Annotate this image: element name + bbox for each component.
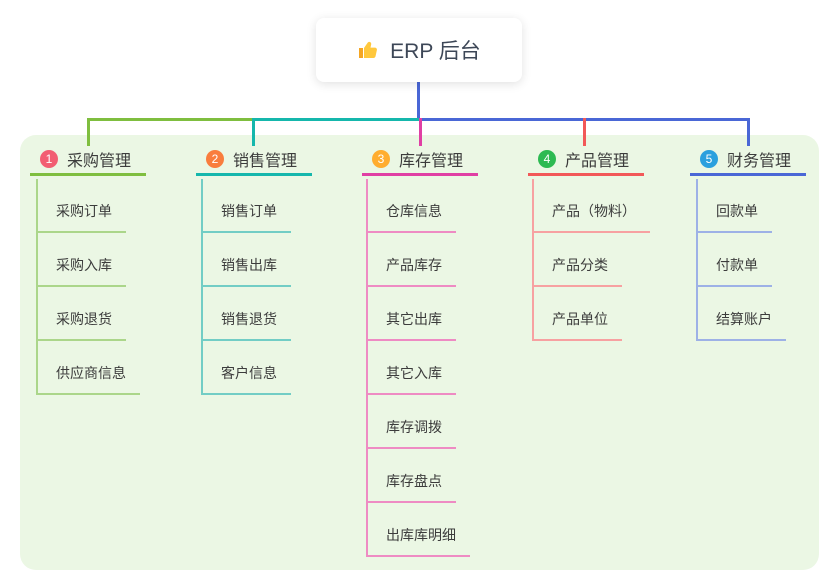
branch-label: 销售管理 bbox=[233, 152, 298, 170]
branch-number-badge: 5 bbox=[700, 149, 718, 168]
child-node[interactable]: 出库库明细 bbox=[368, 503, 470, 557]
child-node-label: 仓库信息 bbox=[386, 203, 442, 219]
child-node[interactable]: 产品（物料） bbox=[534, 179, 650, 233]
child-node-label: 供应商信息 bbox=[56, 365, 126, 381]
child-node-label: 出库库明细 bbox=[386, 527, 456, 543]
child-node-label: 库存盘点 bbox=[386, 473, 442, 489]
child-node[interactable]: 其它入库 bbox=[368, 341, 456, 395]
branch-connector-line bbox=[419, 118, 422, 146]
child-node[interactable]: 产品库存 bbox=[368, 233, 456, 287]
child-node[interactable]: 销售订单 bbox=[203, 179, 291, 233]
child-node[interactable]: 采购退货 bbox=[38, 287, 126, 341]
branch-header-1[interactable]: 1 采购管理 bbox=[30, 144, 146, 176]
child-node[interactable]: 其它出库 bbox=[368, 287, 456, 341]
child-node[interactable]: 库存盘点 bbox=[368, 449, 456, 503]
branch-children-1: 采购订单采购入库采购退货供应商信息 bbox=[36, 179, 140, 395]
child-node-label: 采购退货 bbox=[56, 311, 112, 327]
child-node-label: 付款单 bbox=[716, 257, 758, 273]
child-node[interactable]: 采购入库 bbox=[38, 233, 126, 287]
child-node[interactable]: 结算账户 bbox=[698, 287, 786, 341]
branch-header-5[interactable]: 5 财务管理 bbox=[690, 144, 806, 176]
bus-connector-segment bbox=[252, 118, 420, 121]
branch-number-badge: 2 bbox=[206, 149, 224, 168]
child-node-label: 结算账户 bbox=[716, 311, 772, 327]
child-node-label: 其它入库 bbox=[386, 365, 442, 381]
child-node-label: 采购订单 bbox=[56, 203, 112, 219]
branch-children-4: 产品（物料） 产品分类产品单位 bbox=[532, 179, 650, 341]
branch-children-2: 销售订单销售出库销售退货客户信息 bbox=[201, 179, 291, 395]
root-title: ERP 后台 bbox=[390, 40, 481, 63]
child-node[interactable]: 付款单 bbox=[698, 233, 772, 287]
branch-label: 采购管理 bbox=[67, 152, 132, 170]
child-node-label: 回款单 bbox=[716, 203, 758, 219]
child-node[interactable]: 供应商信息 bbox=[38, 341, 140, 395]
child-node-label: 销售出库 bbox=[221, 257, 277, 273]
child-node-label: 其它出库 bbox=[386, 311, 442, 327]
child-node-label: 采购入库 bbox=[56, 257, 112, 273]
branch-connector-line bbox=[87, 118, 90, 146]
branch-label: 财务管理 bbox=[727, 152, 792, 170]
child-node-label: 销售退货 bbox=[221, 311, 277, 327]
bus-connector-segment bbox=[87, 118, 253, 121]
branch-header-4[interactable]: 4 产品管理 bbox=[528, 144, 644, 176]
child-node[interactable]: 产品单位 bbox=[534, 287, 622, 341]
branch-connector-line bbox=[252, 118, 255, 146]
child-node[interactable]: 产品分类 bbox=[534, 233, 622, 287]
child-node-label: 客户信息 bbox=[221, 365, 277, 381]
branch-number-badge: 4 bbox=[538, 149, 556, 168]
branch-number-badge: 1 bbox=[40, 149, 58, 168]
root-connector-line bbox=[417, 82, 420, 119]
child-node-label: 产品单位 bbox=[552, 311, 608, 327]
child-node-label: 产品分类 bbox=[552, 257, 608, 273]
child-node[interactable]: 仓库信息 bbox=[368, 179, 456, 233]
child-node-label: 产品（物料） bbox=[552, 203, 636, 219]
root-node[interactable]: ERP 后台 bbox=[316, 18, 522, 82]
branch-connector-line bbox=[747, 118, 750, 146]
child-node[interactable]: 销售退货 bbox=[203, 287, 291, 341]
child-node[interactable]: 回款单 bbox=[698, 179, 772, 233]
child-node[interactable]: 采购订单 bbox=[38, 179, 126, 233]
child-node[interactable]: 客户信息 bbox=[203, 341, 291, 395]
branch-label: 产品管理 bbox=[565, 152, 630, 170]
branches-panel bbox=[20, 135, 819, 570]
branch-connector-line bbox=[583, 118, 586, 146]
child-node-label: 产品库存 bbox=[386, 257, 442, 273]
thumbs-up-icon bbox=[357, 38, 381, 62]
child-node[interactable]: 销售出库 bbox=[203, 233, 291, 287]
branch-children-5: 回款单付款单结算账户 bbox=[696, 179, 786, 341]
child-node-label: 库存调拨 bbox=[386, 419, 442, 435]
branch-header-3[interactable]: 3 库存管理 bbox=[362, 144, 478, 176]
branch-label: 库存管理 bbox=[399, 152, 464, 170]
branch-header-2[interactable]: 2 销售管理 bbox=[196, 144, 312, 176]
branch-number-badge: 3 bbox=[372, 149, 390, 168]
child-node-label: 销售订单 bbox=[221, 203, 277, 219]
child-node[interactable]: 库存调拨 bbox=[368, 395, 456, 449]
branch-children-3: 仓库信息产品库存其它出库其它入库库存调拨库存盘点出库库明细 bbox=[366, 179, 470, 557]
